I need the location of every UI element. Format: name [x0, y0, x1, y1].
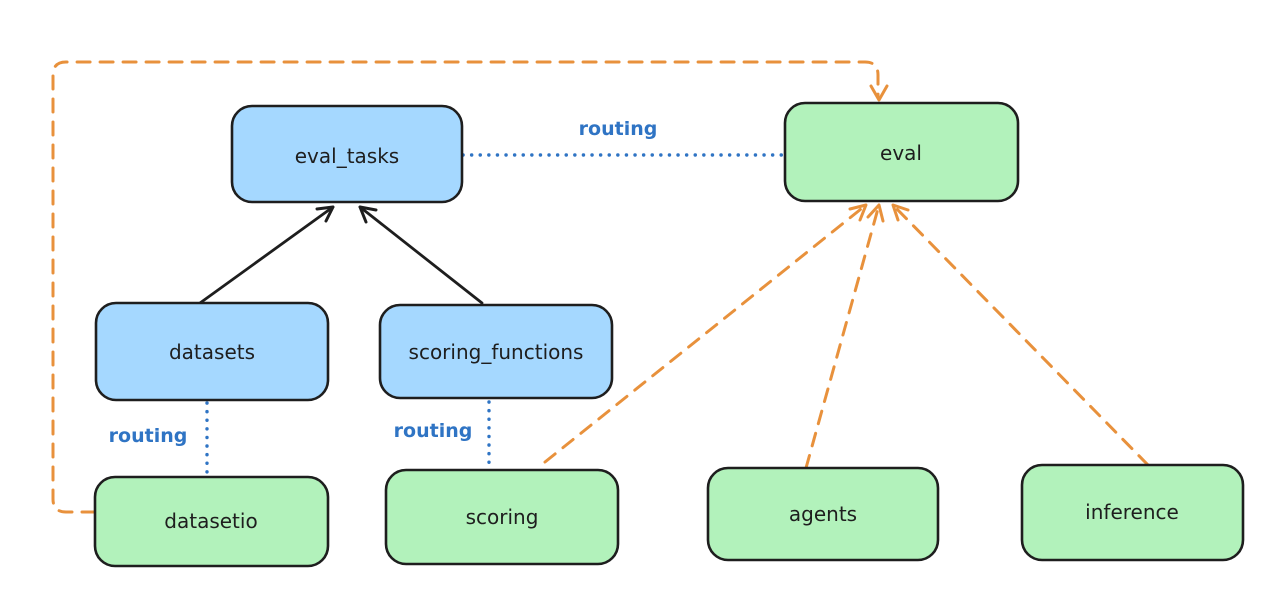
node-agents-box — [706, 466, 940, 562]
arrowhead-icon — [315, 205, 335, 223]
edge-datasets-to-eval_tasks — [198, 205, 335, 305]
node-scoring_functions-box — [378, 303, 614, 400]
node-datasetio-box — [93, 475, 330, 568]
edge-label-routing-scoring_functions-scoring: routing — [394, 420, 473, 442]
node-datasetio: datasetio — [93, 475, 330, 568]
node-inference-label: inference — [1085, 500, 1179, 524]
edges-orange-dashed — [51, 60, 1150, 514]
edges-black-solid — [198, 205, 484, 305]
edge-datasetio-to-eval — [51, 60, 880, 514]
edge-label-routing-datasets-datasetio: routing — [109, 425, 188, 447]
node-scoring_functions-label: scoring_functions — [409, 340, 584, 364]
arrowhead-icon — [848, 203, 868, 222]
node-eval: eval — [783, 101, 1020, 203]
edge-label-routing-eval_tasks-eval: routing — [579, 118, 658, 140]
node-datasets-box — [94, 301, 330, 402]
node-eval_tasks-label: eval_tasks — [295, 144, 399, 168]
node-eval_tasks: eval_tasks — [230, 104, 464, 204]
node-eval-box — [783, 101, 1020, 203]
arrowhead-icon — [358, 205, 378, 224]
node-scoring: scoring — [384, 468, 620, 566]
node-datasets: datasets — [94, 301, 330, 402]
node-scoring-box — [384, 468, 620, 566]
node-inference-box — [1020, 463, 1245, 562]
arrowhead-icon — [869, 84, 889, 102]
node-eval_tasks-box — [230, 104, 464, 204]
node-eval-label: eval — [880, 141, 922, 165]
node-agents-label: agents — [789, 502, 857, 526]
edges-routing-blue — [205, 153, 786, 476]
node-scoring-label: scoring — [466, 505, 539, 529]
node-agents: agents — [706, 466, 940, 562]
node-datasetio-label: datasetio — [164, 509, 257, 533]
arrowhead-icon — [866, 203, 885, 223]
arrowhead-icon — [891, 203, 910, 222]
node-inference: inference — [1020, 463, 1245, 562]
edge-agents-to-eval — [804, 203, 881, 470]
edge-scoring-to-eval — [543, 203, 868, 464]
node-datasets-label: datasets — [169, 340, 255, 364]
edge-inference-to-eval — [891, 203, 1150, 467]
edge-scoring_functions-to-eval_tasks — [358, 205, 484, 305]
node-scoring_functions: scoring_functions — [378, 303, 614, 400]
